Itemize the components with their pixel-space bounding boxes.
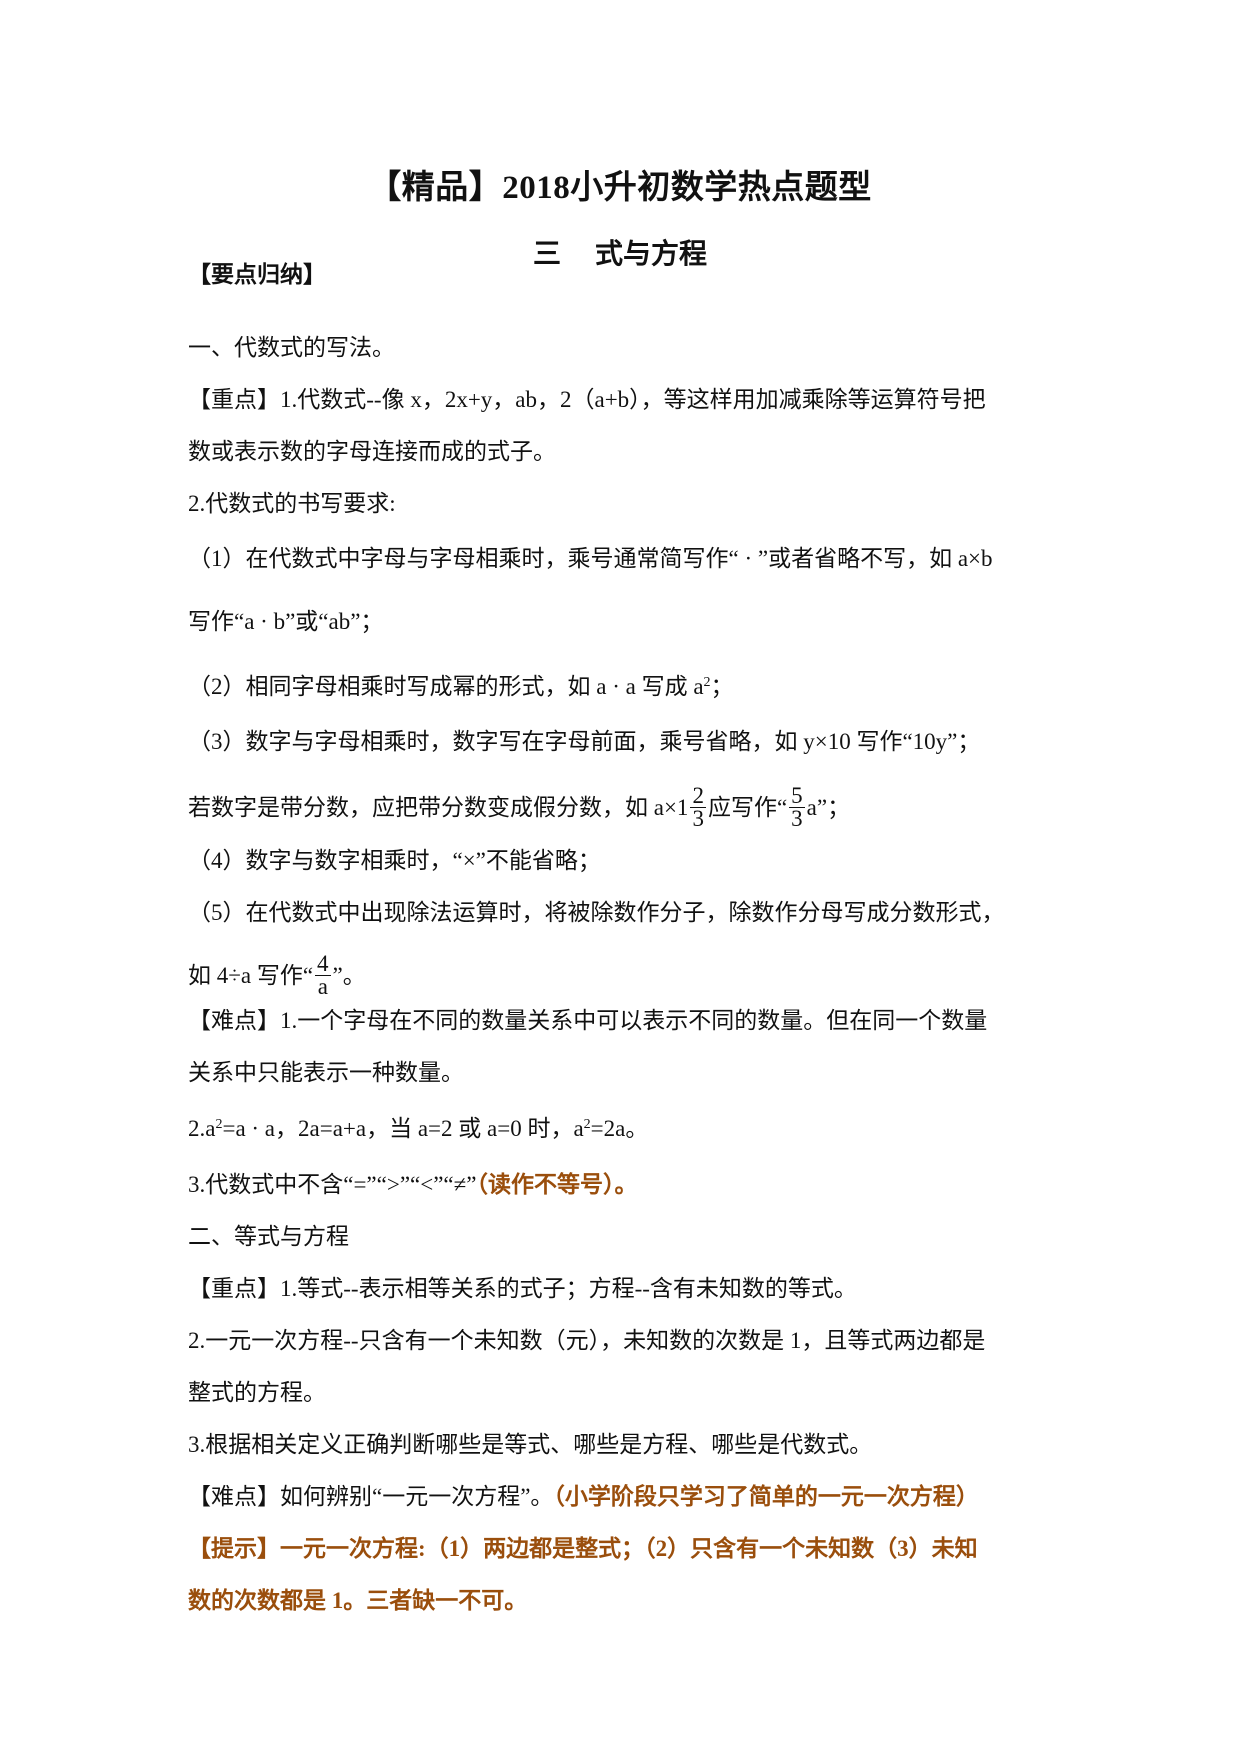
rule2: （2）相同字母相乘时写成幂的形式，如 a · a 写成 a2； [188, 674, 734, 699]
tip-line2: 数的次数都是 1。三者缺一不可。 [188, 1588, 528, 1613]
part2-key2-line2: 整式的方程。 [188, 1380, 326, 1405]
rule1-line2: 写作“a · b”或“ab”； [188, 609, 384, 634]
rule1-line1: （1）在代数式中字母与字母相乘时，乘号通常简写作“ · ”或者省略不写，如 a×… [188, 546, 993, 571]
part1-key-line2: 数或表示数的字母连接而成的式子。 [188, 439, 556, 464]
rule4: （4）数字与数字相乘时，“×”不能省略； [188, 848, 601, 873]
document-title: 【精品】2018小升初数学热点题型 [368, 170, 872, 206]
part1-heading: 一、代数式的写法。 [188, 335, 395, 360]
tip-line1: 【提示】一元一次方程:（1）两边都是整式；（2）只含有一个未知数（3）未知 [188, 1536, 978, 1561]
difficulty-label: 【难点】 [188, 1484, 280, 1509]
requirements-heading: 2.代数式的书写要求: [188, 491, 396, 516]
part2-key3: 3.根据相关定义正确判断哪些是等式、哪些是方程、哪些是代数式。 [188, 1432, 873, 1457]
section-name: 式与方程 [595, 239, 708, 270]
part1-key-line1: 【重点】1.代数式--像 x，2x+y，ab，2（a+b），等这样用加减乘除等运… [188, 387, 986, 412]
part2-key1: 【重点】1.等式--表示相等关系的式子；方程--含有未知数的等式。 [188, 1276, 857, 1301]
summary-header: 【要点归纳】 [188, 262, 326, 287]
part2-difficulty: 【难点】如何辨别“一元一次方程”。（小学阶段只学习了简单的一元一次方程） [188, 1484, 979, 1509]
section-number: 三 [532, 239, 561, 270]
part1-difficulty-line2: 关系中只能表示一种数量。 [188, 1060, 464, 1085]
primary-school-note: （小学阶段只学习了简单的一元一次方程） [553, 1484, 979, 1509]
part2-heading: 二、等式与方程 [188, 1224, 349, 1249]
difficulty-item2: 2.a2=a · a，2a=a+a，当 a=2 或 a=0 时，a2=2a。 [188, 1116, 649, 1141]
difficulty-label: 【难点】 [188, 1008, 280, 1033]
key-label: 【重点】 [188, 1276, 280, 1301]
rule5-line1: （5）在代数式中出现除法运算时，将被除数作分子，除数作分母写成分数形式， [188, 900, 1005, 925]
difficulty-item3: 3.代数式中不含“=”“>”“<”“≠”（读作不等号）。 [188, 1172, 638, 1197]
part2-key2-line1: 2.一元一次方程--只含有一个未知数（元），未知数的次数是 1，且等式两边都是 [188, 1328, 986, 1353]
rule3-line1: （3）数字与字母相乘时，数字写在字母前面，乘号省略，如 y×10 写作“10y”… [188, 729, 981, 754]
not-equal-note: （读作不等号）。 [476, 1172, 638, 1197]
key-label: 【重点】 [188, 387, 280, 412]
part1-difficulty-line1: 【难点】1.一个字母在不同的数量关系中可以表示不同的数量。但在同一个数量 [188, 1008, 988, 1033]
section-title: 三 式与方程 [0, 232, 1240, 272]
